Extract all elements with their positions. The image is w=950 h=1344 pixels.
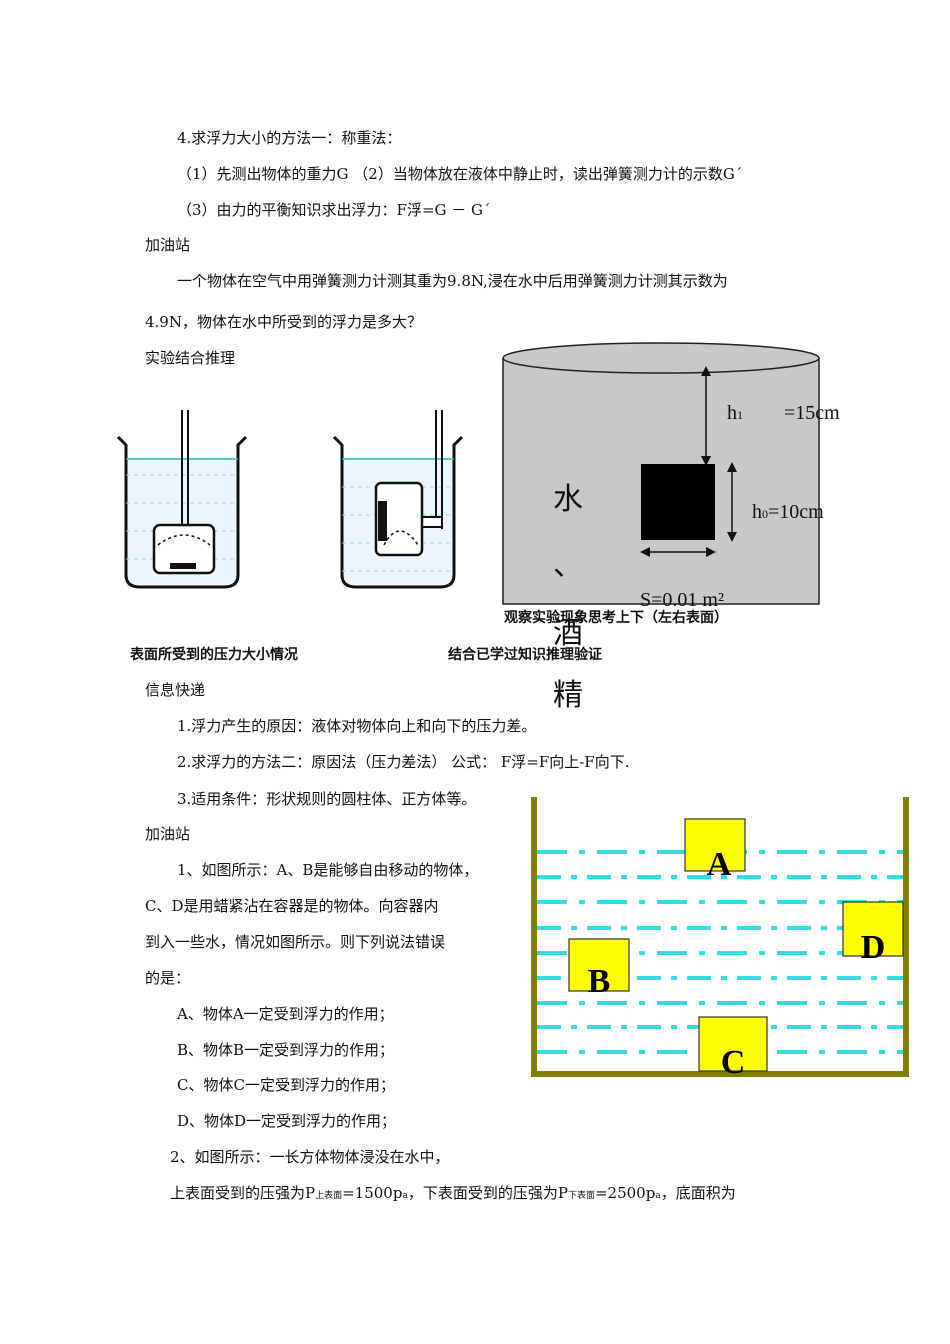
experiment-heading: 实验结合推理 <box>145 349 236 367</box>
caption-left: 表面所受到的压力大小情况 <box>130 647 298 663</box>
h0-label: h0=10cm <box>752 501 824 523</box>
q2-line1: 2、如图所示：一长方体物体浸没在水中， <box>170 1148 450 1166</box>
method1-step12: （1）先测出物体的重力G （2）当物体放在液体中静止时，读出弹簧测力计的示数G´ <box>177 165 743 183</box>
station1-line1: 一个物体在空气中用弹簧测力计测其重为9.8N,浸在水中后用弹簧测力计测其示数为 <box>177 272 728 290</box>
liquid-char-2: 、 <box>553 548 583 583</box>
tank-wall <box>531 797 909 1077</box>
beakers-illustration <box>116 410 464 589</box>
water-lines <box>537 850 903 1054</box>
box-c <box>698 1016 768 1072</box>
q1-line3: 到入一些水，情况如图所示。则下列说法错误 <box>145 933 446 951</box>
info-item3: 3.适用条件：形状规则的圆柱体、正方体等。 <box>177 790 477 808</box>
box-a <box>684 818 746 872</box>
box-a-label: A <box>707 846 732 883</box>
option-c: C、物体C一定受到浮力的作用； <box>177 1076 395 1094</box>
q2-line2: 上表面受到的压强为P上表面=1500pa，下表面受到的压强为P下表面=2500p… <box>170 1184 736 1202</box>
q1-line1: 1、如图所示：A、B是能够自由移动的物体， <box>177 861 479 879</box>
q1-line2: C、D是用蜡紧沾在容器是的物体。向容器内 <box>145 897 439 915</box>
station1-line2: 4.9N，物体在水中所受到的浮力是多大？ <box>145 313 422 331</box>
station1-heading: 加油站 <box>145 236 191 254</box>
info-item2: 2.求浮力的方法二：原因法（压力差法） 公式： F浮=F向上-F向下. <box>177 753 630 771</box>
option-b: B、物体B一定受到浮力的作用； <box>177 1041 395 1059</box>
box-b <box>568 938 630 992</box>
area-label: S=0.01 m² <box>640 589 724 611</box>
info-heading: 信息快递 <box>145 681 206 699</box>
method1-title: 4.求浮力大小的方法一：称重法： <box>177 129 402 147</box>
right-beaker <box>332 410 464 589</box>
q1-line4: 的是： <box>145 969 191 987</box>
liquid-char-1: 水 <box>553 482 583 517</box>
box-d <box>842 901 904 957</box>
box-c-label: C <box>721 1044 746 1081</box>
box-d-label: D <box>861 929 886 966</box>
tank-illustration: A B C D <box>531 797 909 1081</box>
box-b-label: B <box>588 963 611 1000</box>
caption-mid: 结合已学过知识推理验证 <box>448 647 602 663</box>
info-item1: 1.浮力产生的原因：液体对物体向上和向下的压力差。 <box>177 717 537 735</box>
station2-heading: 加油站 <box>145 825 191 843</box>
h1-label: h1 <box>727 402 743 424</box>
h1-value: =15cm <box>784 402 840 424</box>
cube <box>641 464 715 540</box>
cylinder-illustration <box>502 342 820 605</box>
liquid-char-4: 精 <box>553 678 583 713</box>
method1-step3: （3）由力的平衡知识求出浮力：F浮=G － G´ <box>177 201 491 219</box>
left-beaker <box>116 410 248 589</box>
option-a: A、物体A一定受到浮力的作用； <box>177 1005 394 1023</box>
caption-right: 观察实验现象思考上下（左右表面） <box>504 610 728 626</box>
liquid-char-3: 酒 <box>553 616 583 651</box>
option-d: D、物体D一定受到浮力的作用； <box>177 1112 397 1130</box>
